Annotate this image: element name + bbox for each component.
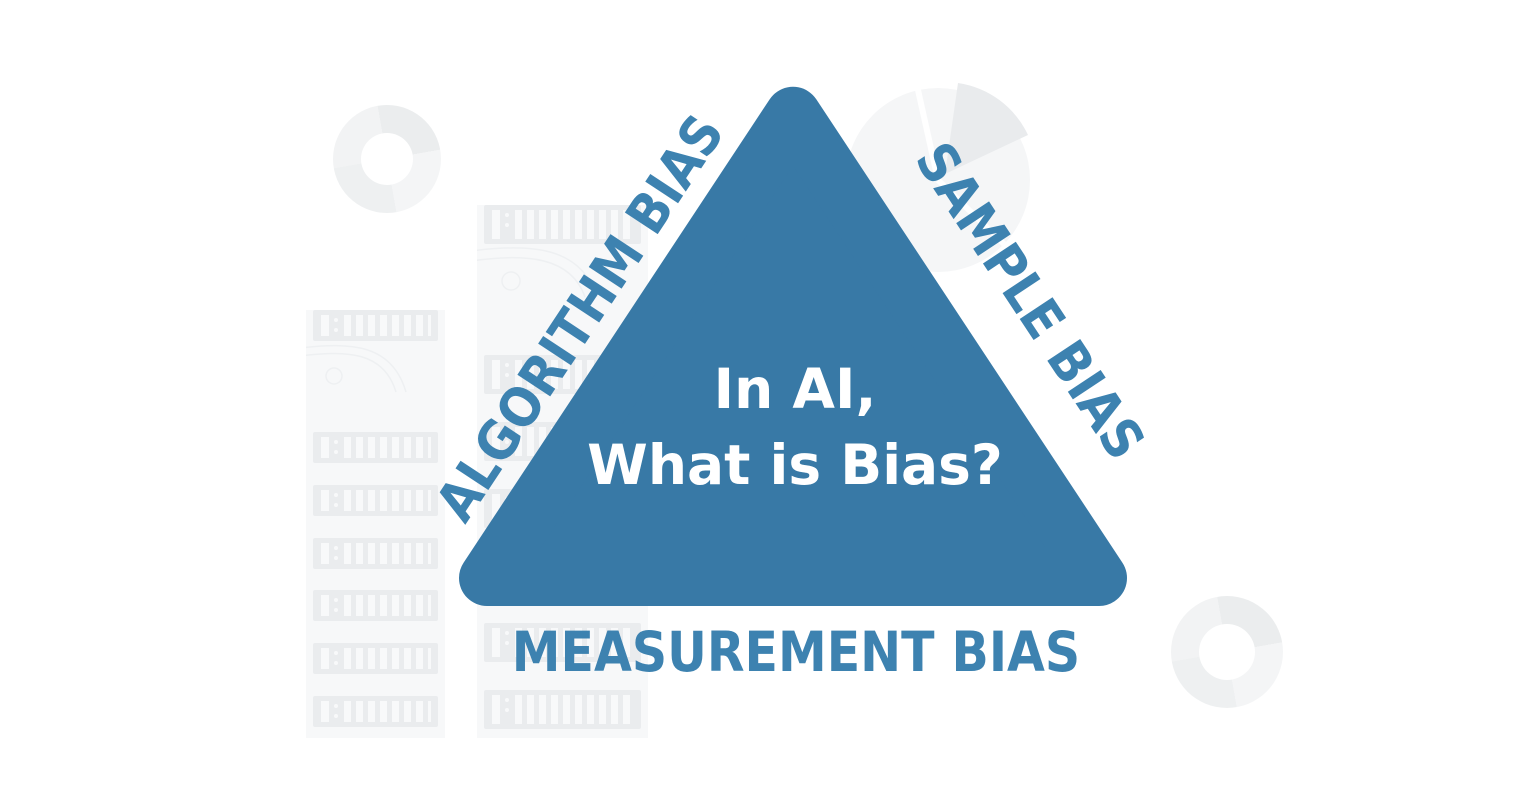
diagram-title-line2: What is Bias? (587, 432, 1003, 497)
diagram-title: In AI, What is Bias? (587, 352, 1003, 504)
server-unit (313, 590, 438, 621)
server-rack-icon (306, 310, 445, 738)
edge-label-measurement-bias: MEASUREMENT BIAS (511, 620, 1081, 684)
cable-lines-icon (477, 247, 598, 298)
donut-chart-icon (1171, 596, 1283, 708)
server-unit (313, 432, 438, 463)
server-unit (313, 485, 438, 516)
diagram-title-line1: In AI, (713, 357, 877, 421)
server-unit (484, 205, 641, 244)
server-unit (313, 643, 438, 674)
server-unit (313, 538, 438, 569)
server-unit (313, 310, 438, 341)
cable-lines-icon (306, 344, 407, 393)
server-unit (484, 623, 641, 662)
server-unit (484, 690, 641, 729)
donut-chart-icon (333, 105, 441, 213)
server-unit (313, 696, 438, 727)
